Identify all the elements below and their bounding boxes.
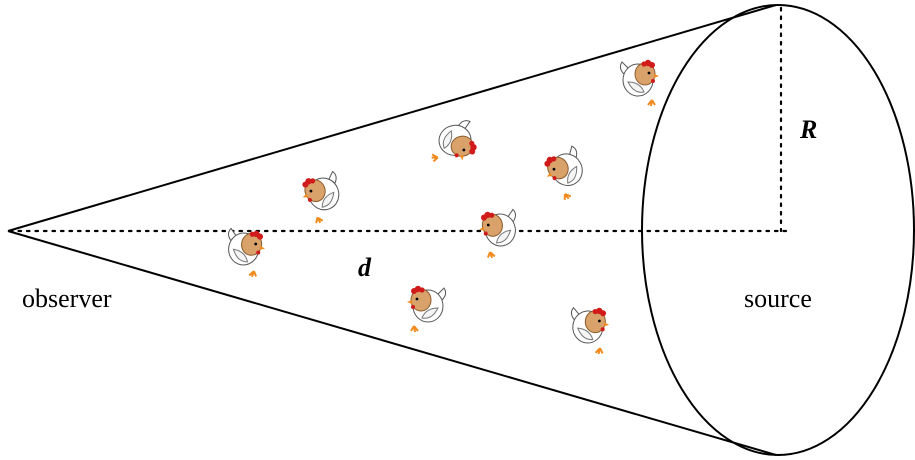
chicken-icon (296, 167, 351, 227)
chicken-icon (619, 58, 660, 107)
chicken-icon (537, 142, 597, 204)
chicken-icon (220, 225, 269, 280)
radius-label: R (799, 115, 817, 144)
observer-label: observer (22, 284, 112, 313)
source-label: source (744, 284, 812, 313)
distance-label: d (358, 253, 372, 282)
cone-lower-edge (7, 230, 777, 456)
cone-upper-edge (7, 4, 777, 232)
chicken-icon (475, 206, 524, 261)
chicken-icon (567, 304, 612, 356)
chicken-icon (425, 118, 480, 167)
source-disk (641, 4, 915, 456)
chicken-icon (406, 284, 447, 333)
